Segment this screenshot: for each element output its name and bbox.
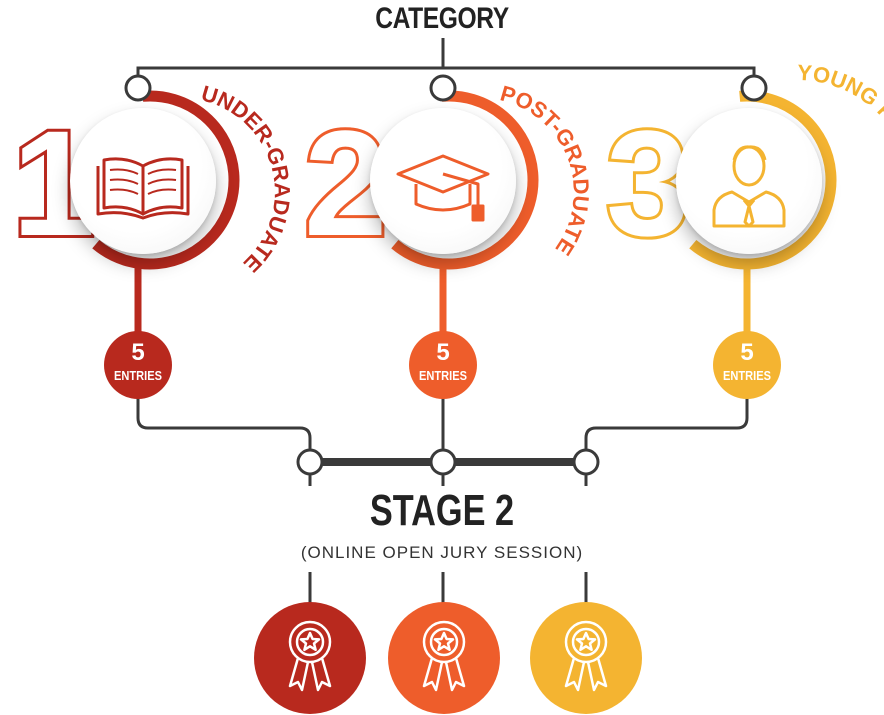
category-title: CATEGORY — [375, 2, 509, 35]
entries-label-3: ENTRIES — [723, 368, 771, 383]
entries-label-2: ENTRIES — [419, 368, 467, 383]
entries-label-1: ENTRIES — [114, 368, 162, 383]
wire-1-to-stage — [136, 395, 312, 452]
award-ribbon-icon — [564, 620, 608, 692]
professional-person-icon — [712, 145, 786, 228]
award-medal-1 — [254, 602, 366, 714]
node-top-3 — [740, 74, 768, 102]
node-top-1 — [124, 74, 152, 102]
entries-count-1: 5 — [131, 339, 145, 366]
node-stage-1 — [296, 448, 324, 476]
entries-count-2: 5 — [436, 339, 450, 366]
award-medal-2 — [388, 602, 500, 714]
entries-badge-3: 5 ENTRIES — [713, 331, 781, 399]
award-ribbon-icon — [422, 620, 466, 692]
entries-badge-2: 5 ENTRIES — [409, 331, 477, 399]
node-top-2 — [429, 74, 457, 102]
award-medal-3 — [530, 602, 642, 714]
graduation-cap-icon — [396, 154, 490, 222]
category-disc-2 — [370, 108, 516, 254]
stage-title: STAGE 2 — [369, 486, 515, 535]
category-disc-1 — [70, 108, 216, 254]
award-ribbon-icon — [288, 620, 332, 692]
open-book-icon — [96, 157, 190, 220]
node-stage-2 — [429, 448, 457, 476]
category-disc-3 — [676, 108, 822, 254]
entries-count-3: 5 — [740, 339, 754, 366]
node-stage-3 — [572, 448, 600, 476]
wire-3-to-stage — [584, 395, 749, 452]
stage-subtitle: (ONLINE OPEN JURY SESSION) — [300, 543, 584, 562]
entries-badge-1: 5 ENTRIES — [104, 331, 172, 399]
